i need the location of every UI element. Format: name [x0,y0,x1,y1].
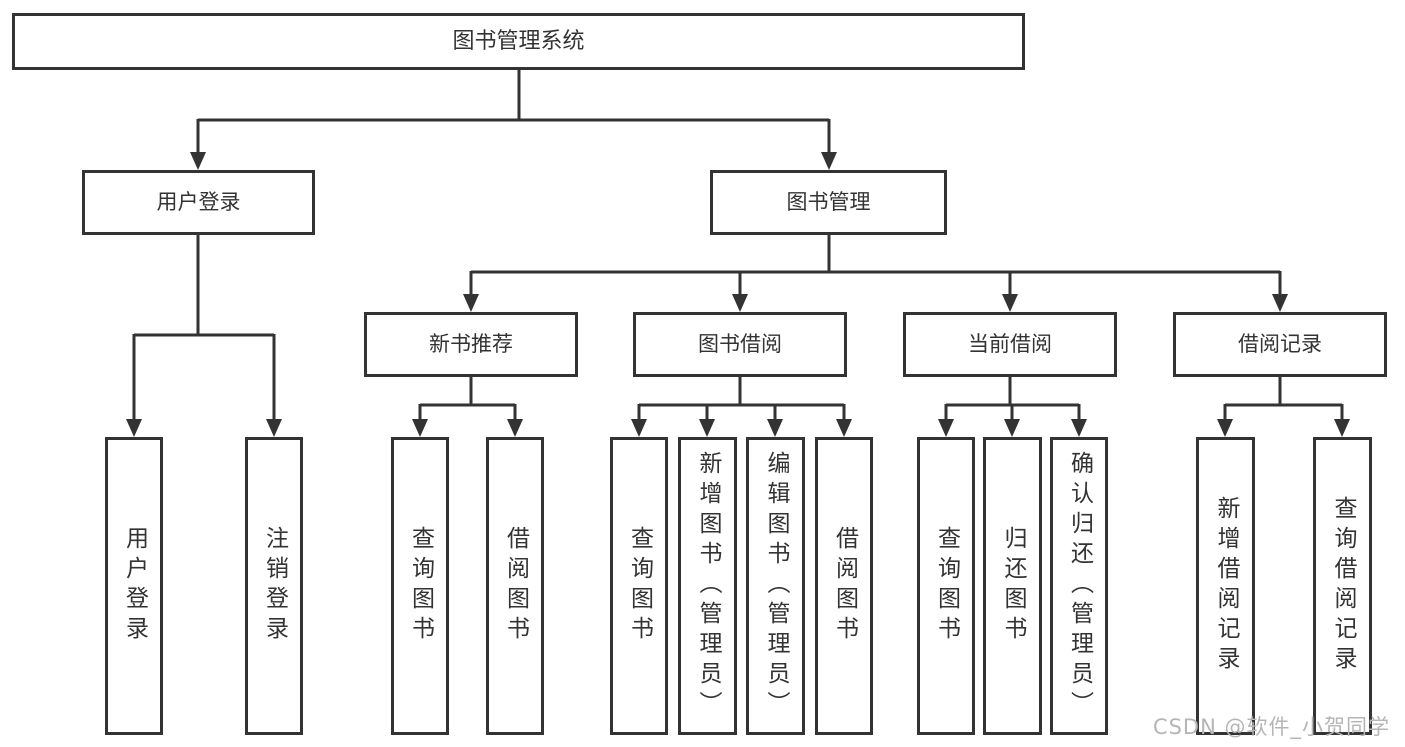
leaf-add-borrow-record: 新增借阅记录 [1196,437,1255,735]
leaf-add-borrow-record-label: 新增借阅记录 [1213,496,1239,676]
leaf-add-book-admin-label: 新增图书（管理员） [695,451,721,721]
node-new-book-recommend-label: 新书推荐 [429,332,513,356]
node-book-management: 图书管理 [710,170,947,235]
leaf-query-borrow-record: 查询借阅记录 [1313,437,1372,735]
node-book-management-label: 图书管理 [786,190,871,214]
leaf-add-book-admin: 新增图书（管理员） [678,437,737,735]
leaf-query-books-recommend: 查询图书 [391,437,449,735]
leaf-return-book: 归还图书 [983,437,1042,735]
node-current-borrow-label: 当前借阅 [968,332,1052,356]
leaf-user-login: 用户登录 [105,437,163,735]
leaf-query-books-borrow-label: 查询图书 [626,526,653,646]
leaf-query-books-recommend-label: 查询图书 [407,526,434,646]
leaf-borrow-books: 借阅图书 [815,437,873,735]
leaf-confirm-return-admin: 确认归还（管理员） [1050,437,1108,735]
leaf-confirm-return-admin-label: 确认归还（管理员） [1066,451,1093,721]
leaf-logout-label: 注销登录 [261,526,288,646]
leaf-borrow-books-label: 借阅图书 [831,526,858,646]
leaf-borrow-books-recommend-label: 借阅图书 [502,526,529,646]
leaf-query-books-borrow: 查询图书 [610,437,668,735]
leaf-query-borrow-record-label: 查询借阅记录 [1330,496,1356,676]
node-user-login-label: 用户登录 [156,190,241,214]
csdn-watermark: CSDN @软件_小贺同学 [1152,715,1390,739]
leaf-return-book-label: 归还图书 [1000,526,1026,646]
leaf-user-login-label: 用户登录 [121,526,148,646]
node-new-book-recommend: 新书推荐 [364,312,578,377]
leaf-query-books-current: 查询图书 [917,437,975,735]
leaf-edit-book-admin-label: 编辑图书（管理员） [763,451,789,721]
node-borrow-records: 借阅记录 [1173,312,1387,377]
node-borrow-records-label: 借阅记录 [1238,332,1322,356]
node-root: 图书管理系统 [12,13,1025,70]
node-root-label: 图书管理系统 [452,28,585,54]
node-book-borrow: 图书借阅 [633,312,847,377]
node-user-login: 用户登录 [82,170,315,235]
leaf-edit-book-admin: 编辑图书（管理员） [746,437,805,735]
node-current-borrow: 当前借阅 [903,312,1117,377]
node-book-borrow-label: 图书借阅 [698,332,782,356]
leaf-query-books-current-label: 查询图书 [933,526,960,646]
leaf-logout: 注销登录 [245,437,303,735]
leaf-borrow-books-recommend: 借阅图书 [486,437,544,735]
